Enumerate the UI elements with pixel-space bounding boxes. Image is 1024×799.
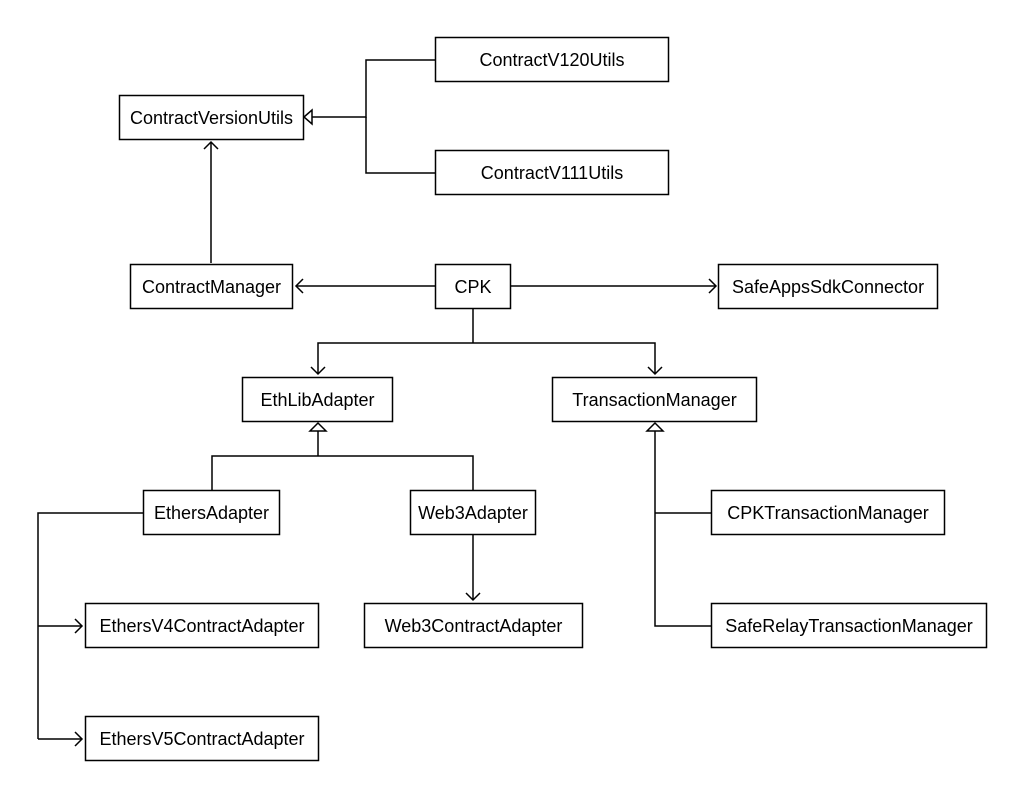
node-web3-adapter: Web3Adapter <box>409 489 537 536</box>
node-label: TransactionManager <box>572 390 736 410</box>
arrowhead-ethers-v4 <box>74 618 84 634</box>
node-label: SafeAppsSdkConnector <box>732 277 924 297</box>
edge-v111-to-version-utils <box>365 117 435 174</box>
arrowhead-safe-apps <box>708 278 718 294</box>
edge-ethers-to-eth-lib <box>211 455 474 490</box>
node-label: CPK <box>454 277 491 297</box>
node-cpk: CPK <box>434 263 512 310</box>
node-safe-relay-transaction-manager: SafeRelayTransactionManager <box>710 602 988 649</box>
arrowhead-ethers-v5 <box>74 731 84 747</box>
node-label: EthersV5ContractAdapter <box>99 729 304 749</box>
node-label: ContractVersionUtils <box>130 108 293 128</box>
node-label: ContractManager <box>142 277 281 297</box>
node-contract-v120-utils: ContractV120Utils <box>434 36 670 83</box>
arrowhead-transaction-manager <box>647 366 663 376</box>
node-ethers-v5-contract-adapter: EthersV5ContractAdapter <box>84 715 320 762</box>
node-label: EthLibAdapter <box>260 390 374 410</box>
node-label: Web3ContractAdapter <box>385 616 563 636</box>
node-label: Web3Adapter <box>418 503 528 523</box>
node-label: EthersV4ContractAdapter <box>99 616 304 636</box>
edge-cpk-to-eth-lib <box>317 342 473 374</box>
arrowhead-eth-lib <box>310 366 326 376</box>
arrowhead-web3-contract <box>465 592 481 602</box>
node-ethers-adapter: EthersAdapter <box>142 489 281 536</box>
arrowhead-version-utils <box>203 140 219 150</box>
node-web3-contract-adapter: Web3ContractAdapter <box>363 602 584 649</box>
edge-v120-to-version-utils <box>312 59 435 118</box>
inheritance-arrow-version-utils <box>302 108 313 126</box>
node-cpk-transaction-manager: CPKTransactionManager <box>710 489 946 536</box>
inheritance-arrow-transaction-manager <box>645 421 665 432</box>
node-transaction-manager: TransactionManager <box>551 376 758 423</box>
node-label: ContractV111Utils <box>481 163 623 183</box>
edge-cpk-to-transaction-manager <box>473 342 656 374</box>
node-eth-lib-adapter: EthLibAdapter <box>241 376 394 423</box>
edge-ethers-spine <box>37 512 143 739</box>
node-label: CPKTransactionManager <box>727 503 928 523</box>
node-ethers-v4-contract-adapter: EthersV4ContractAdapter <box>84 602 320 649</box>
arrowhead-contract-manager <box>294 278 304 294</box>
node-label: SafeRelayTransactionManager <box>725 616 972 636</box>
node-label: EthersAdapter <box>154 503 269 523</box>
node-contract-manager: ContractManager <box>129 263 294 310</box>
node-label: ContractV120Utils <box>479 50 624 70</box>
inheritance-arrow-eth-lib <box>308 421 328 432</box>
node-contract-version-utils: ContractVersionUtils <box>118 94 305 141</box>
node-safe-apps-sdk-connector: SafeAppsSdkConnector <box>717 263 939 310</box>
node-contract-v111-utils: ContractV111Utils <box>434 149 670 196</box>
edge-relay-tm-to-tm <box>654 431 711 627</box>
